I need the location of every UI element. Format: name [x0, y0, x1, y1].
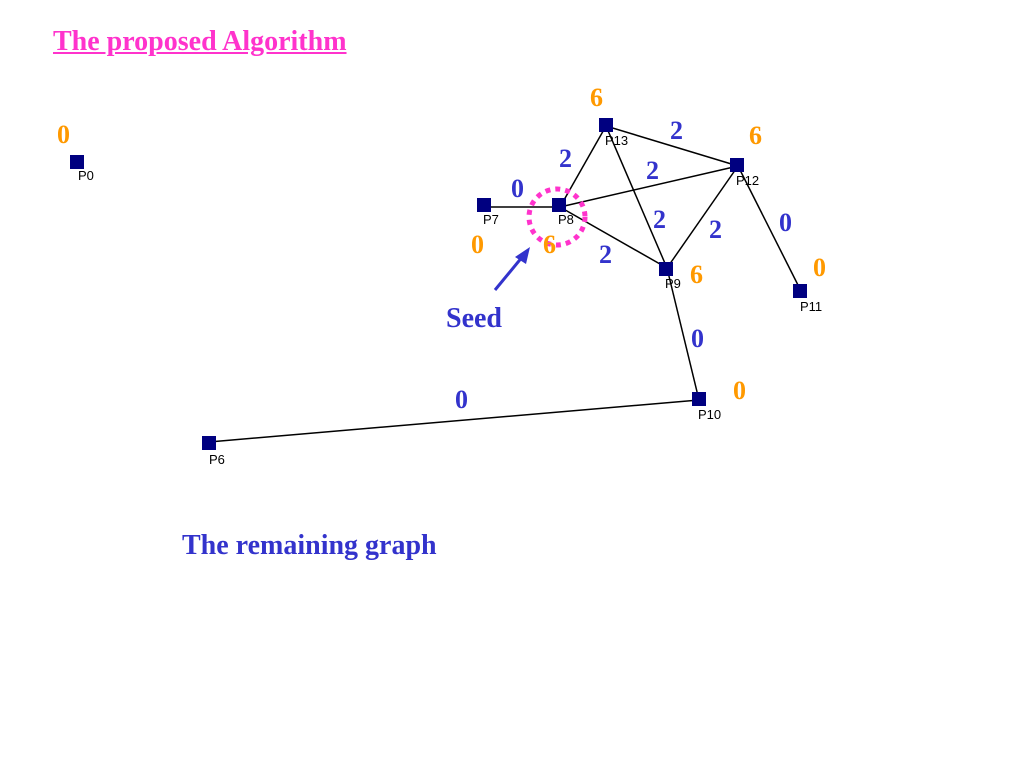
node-P8[interactable]: P8 — [552, 198, 574, 227]
edge-weight-P13-P12: 2 — [670, 116, 683, 145]
node-P6[interactable]: P6 — [202, 436, 225, 467]
node-degree-P12: 6 — [749, 121, 762, 150]
edges — [208, 125, 802, 443]
edge-P9-P12 — [666, 165, 739, 269]
node-degree-P10: 0 — [733, 376, 746, 405]
node-P13[interactable]: P13 — [599, 118, 628, 148]
seed-arrow — [493, 255, 525, 291]
node-P0[interactable]: P0 — [70, 155, 94, 183]
edge-P10-P6 — [208, 399, 700, 443]
seed-circle — [526, 186, 588, 248]
edge-weight-P10-P6: 0 — [455, 385, 468, 414]
node-degrees: 0 0 6 6 0 0 6 6 — [57, 83, 826, 405]
node-degree-P13: 6 — [590, 83, 603, 112]
edge-P12-P11 — [737, 165, 802, 292]
node-degree-P11: 0 — [813, 253, 826, 282]
seed-label: Seed — [446, 303, 502, 334]
node-label: P10 — [698, 407, 721, 422]
node-P10[interactable]: P10 — [692, 392, 721, 422]
edge-weight-P12-P11: 0 — [779, 208, 792, 237]
edge-P13-P12 — [605, 125, 739, 167]
edge-P8-P12 — [559, 165, 739, 208]
edge-weight-P8-P9: 2 — [599, 240, 612, 269]
node-label: P8 — [558, 212, 574, 227]
node-label: P9 — [665, 276, 681, 291]
edge-weights: 0 2 2 2 2 2 2 0 0 0 — [455, 116, 792, 414]
edge-weight-P7-P8: 0 — [511, 174, 524, 203]
node-label: P6 — [209, 452, 225, 467]
edge-weight-P9-P10: 0 — [691, 324, 704, 353]
node-P11[interactable]: P11 — [793, 284, 822, 314]
edge-P9-P10 — [666, 267, 700, 401]
seed-arrow-head — [515, 247, 530, 264]
node-P7[interactable]: P7 — [477, 198, 499, 227]
edge-weight-P9-P12: 2 — [709, 215, 722, 244]
node-P12[interactable]: P12 — [730, 158, 759, 188]
node-degree-P9: 6 — [690, 260, 703, 289]
node-degree-P8: 6 — [543, 230, 556, 259]
node-degree-P7: 0 — [471, 230, 484, 259]
node-label: P7 — [483, 212, 499, 227]
edge-P8-P9 — [559, 206, 668, 269]
nodes: P0 P6 P7 P8 P9 P10 P11 P12 — [70, 118, 822, 467]
edge-P13-P9 — [605, 125, 668, 269]
diagram-caption: The remaining graph — [182, 530, 437, 561]
node-degree-P0: 0 — [57, 120, 70, 149]
node-P9[interactable]: P9 — [659, 262, 681, 291]
node-label: P12 — [736, 173, 759, 188]
edge-weight-P8-P12: 2 — [646, 156, 659, 185]
edge-weight-P8-P13: 2 — [559, 144, 572, 173]
node-label: P0 — [78, 168, 94, 183]
edge-weight-P13-P9: 2 — [653, 205, 666, 234]
page-title: The proposed Algorithm — [53, 26, 347, 57]
node-label: P13 — [605, 133, 628, 148]
node-label: P11 — [800, 299, 822, 314]
